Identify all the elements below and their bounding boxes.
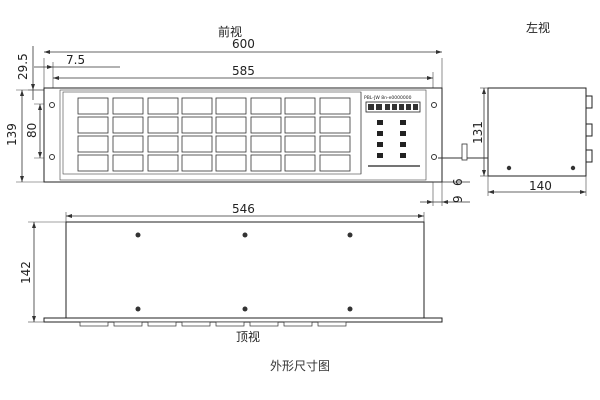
display-digit (392, 104, 397, 110)
dim-6: 6 (451, 178, 465, 186)
dim-139: 139 (5, 123, 19, 146)
screw-icon (135, 306, 141, 312)
dim-142: 142 (19, 261, 33, 284)
annunciator-window (284, 97, 316, 115)
annunciator-window (250, 135, 282, 153)
controller-section: PBL-JW 8n-e0000000 (360, 92, 421, 174)
control-button-icon (400, 131, 406, 136)
annunciator-window (147, 116, 179, 134)
screw-icon (506, 165, 512, 171)
control-button-icon (400, 142, 406, 147)
screw-icon (570, 165, 576, 171)
left-view-body (487, 87, 587, 177)
top-view-tab (215, 321, 245, 327)
annunciator-window (284, 154, 316, 172)
front-view-title: 前视 (218, 24, 242, 39)
screw-icon (242, 232, 248, 238)
annunciator-window (147, 97, 179, 115)
screw-icon (347, 232, 353, 238)
annunciator-window (215, 135, 247, 153)
display-digit (399, 104, 404, 110)
top-view-tab (113, 321, 143, 327)
annunciator-window (77, 154, 109, 172)
display-digit (413, 104, 418, 110)
annunciator-window (250, 97, 282, 115)
top-view-tab (147, 321, 177, 327)
left-view-handle (585, 123, 593, 137)
annunciator-window (319, 135, 351, 153)
top-view-body (65, 221, 425, 321)
annunciator-window (215, 116, 247, 134)
control-button-icon (400, 120, 406, 125)
annunciator-window (112, 97, 144, 115)
annunciator-window (112, 135, 144, 153)
annunciator-window (215, 97, 247, 115)
control-button-icon (377, 142, 383, 147)
annunciator-window (181, 154, 213, 172)
dim-7-5: 7.5 (66, 53, 85, 67)
annunciator-window (181, 97, 213, 115)
annunciator-window (250, 116, 282, 134)
annunciator-window (284, 116, 316, 134)
control-button-icon (400, 153, 406, 158)
left-view-flange (461, 143, 468, 161)
dim-131: 131 (471, 121, 485, 144)
top-view-tab (249, 321, 279, 327)
left-view-title: 左视 (526, 20, 550, 35)
control-button-icon (377, 120, 383, 125)
dim-9: 9 (451, 195, 465, 203)
dim-140: 140 (529, 179, 552, 193)
top-view-tab (79, 321, 109, 327)
display-digit (368, 104, 374, 110)
annunciator-window (319, 97, 351, 115)
control-button-icon (377, 131, 383, 136)
top-view-tab (181, 321, 211, 327)
display-digit (406, 104, 411, 110)
controller-header: PBL-JW 8n-e0000000 (364, 95, 412, 101)
annunciator-grid (77, 97, 351, 172)
annunciator-window (319, 154, 351, 172)
annunciator-window (250, 154, 282, 172)
screw-icon (135, 232, 141, 238)
top-view-title: 顶视 (236, 329, 260, 344)
annunciator-window (215, 154, 247, 172)
dim-29-5: 29.5 (16, 53, 30, 80)
annunciator-window (319, 116, 351, 134)
mount-hole-icon (49, 154, 55, 160)
dim-546: 546 (232, 202, 255, 216)
annunciator-window (77, 135, 109, 153)
annunciator-window (147, 135, 179, 153)
annunciator-window (77, 97, 109, 115)
top-view-flange (43, 317, 443, 323)
annunciator-window (181, 116, 213, 134)
screw-icon (347, 306, 353, 312)
figure-caption: 外形尺寸图 (269, 359, 330, 373)
annunciator-window (112, 116, 144, 134)
top-view-tab (317, 321, 347, 327)
mount-hole-icon (49, 102, 55, 108)
left-view-handle (585, 95, 593, 109)
dim-80: 80 (25, 123, 39, 138)
mount-hole-icon (431, 154, 437, 160)
dim-585: 585 (232, 64, 255, 78)
mount-hole-icon (431, 102, 437, 108)
annunciator-window (147, 154, 179, 172)
dim-600: 600 (232, 37, 255, 51)
display-digit (385, 104, 390, 110)
top-view-tab (283, 321, 313, 327)
control-button-icon (377, 153, 383, 158)
annunciator-window (77, 116, 109, 134)
annunciator-window (284, 135, 316, 153)
display-digit (376, 104, 382, 110)
annunciator-window (112, 154, 144, 172)
screw-icon (242, 306, 248, 312)
annunciator-window (181, 135, 213, 153)
left-view-handle (585, 149, 593, 163)
